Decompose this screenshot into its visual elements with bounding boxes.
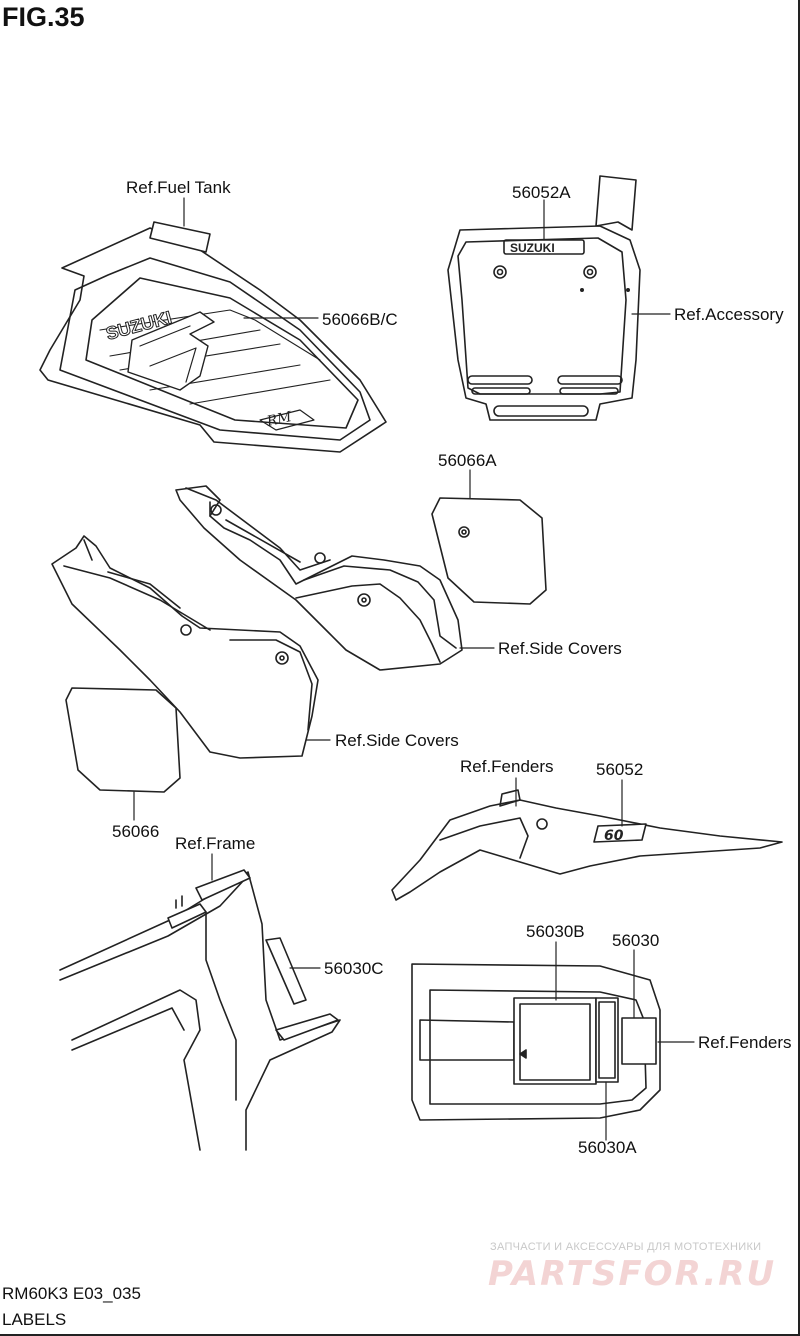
label-56030b: 56030B (526, 922, 585, 941)
number-plate (447, 175, 641, 421)
sticker-56066 (65, 687, 181, 793)
label-56030a: 56030A (578, 1138, 637, 1157)
label-56052a: 56052A (512, 183, 571, 202)
figure-title: LABELS (2, 1310, 67, 1329)
watermark-tagline: ЗАПЧАСТИ И АКСЕССУАРЫ ДЛЯ МОТОТЕХНИКИ (490, 1241, 762, 1253)
figure-code: RM60K3 E03_035 (2, 1284, 141, 1303)
watermark-brand: PARTSFOR.RU (488, 1254, 777, 1294)
fuel-tank-shroud (39, 221, 387, 453)
figure-number: FIG.35 (2, 2, 85, 32)
frame-border-right (798, 0, 800, 1336)
label-ref-fenders-1: Ref.Fenders (460, 757, 554, 776)
label-ref-side-covers-2: Ref.Side Covers (335, 731, 459, 750)
label-56030c: 56030C (324, 959, 384, 978)
label-ref-frame: Ref.Frame (175, 834, 256, 853)
label-ref-accessory: Ref.Accessory (674, 305, 784, 324)
label-56066: 56066 (112, 822, 160, 841)
label-ref-fenders-2: Ref.Fenders (698, 1033, 792, 1052)
plate-logo-text: SUZUKI (510, 241, 555, 255)
rear-fender-lower (411, 963, 661, 1121)
label-56066bc: 56066B/C (322, 310, 398, 329)
leader-lines (133, 197, 695, 1141)
frame-section (59, 869, 341, 1151)
fender-badge-text: 60 (604, 828, 624, 844)
label-56066a: 56066A (438, 451, 497, 470)
label-56030: 56030 (612, 931, 660, 950)
tank-badge-text: RM (265, 409, 294, 430)
left-side-cover (51, 535, 319, 759)
label-ref-side-covers-1: Ref.Side Covers (498, 639, 622, 658)
right-side-cover (175, 485, 463, 671)
label-56052: 56052 (596, 760, 644, 779)
frame-border-bottom (0, 1334, 800, 1336)
label-ref-fuel-tank: Ref.Fuel Tank (126, 178, 231, 197)
sticker-56066a (431, 497, 547, 605)
rear-fender-upper (391, 789, 783, 901)
